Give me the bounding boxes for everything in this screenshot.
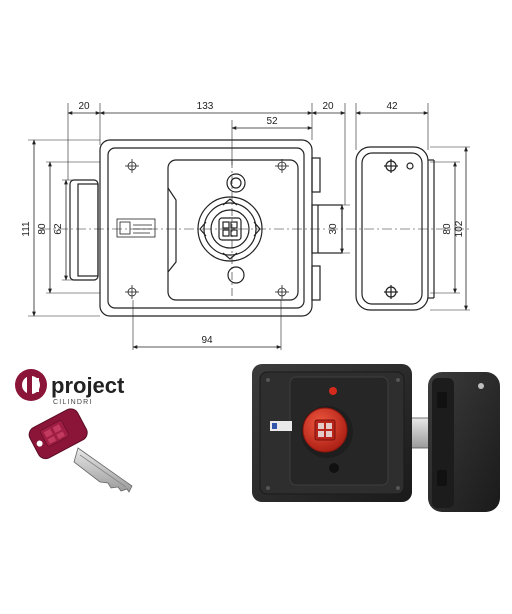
knob-face xyxy=(197,173,263,284)
dim-height-body: 80 xyxy=(37,223,48,235)
dim-height-inner: 62 xyxy=(53,223,64,235)
dim-keeper-height-80: 80 xyxy=(442,223,453,235)
brand-name: project xyxy=(51,373,125,398)
brand-logo: project CILINDRI xyxy=(15,369,125,406)
keeper-outline xyxy=(355,146,435,311)
dim-bottom-width: 94 xyxy=(201,335,213,346)
dim-height-total: 111 xyxy=(21,221,32,237)
technical-drawing xyxy=(28,103,470,350)
lock-body-outline xyxy=(69,139,343,317)
brand-mark-icon xyxy=(15,369,47,401)
front-badge xyxy=(116,218,156,238)
key-illustration xyxy=(28,408,133,493)
lock-product-photo xyxy=(252,364,500,512)
dim-cylinder-offset: 52 xyxy=(266,116,278,127)
dim-keeper-width: 42 xyxy=(386,101,398,112)
screw-holes xyxy=(125,159,289,299)
dim-left-offset: 20 xyxy=(78,101,90,112)
dim-bolt-height: 30 xyxy=(328,223,339,235)
brand-subtitle: CILINDRI xyxy=(53,399,93,406)
dim-overall-width: 133 xyxy=(197,101,214,112)
dimension-labels: 20 133 52 20 42 94 111 80 62 30 80 102 xyxy=(21,101,465,346)
dim-right-offset: 20 xyxy=(322,101,334,112)
dim-keeper-height-102: 102 xyxy=(454,220,465,237)
